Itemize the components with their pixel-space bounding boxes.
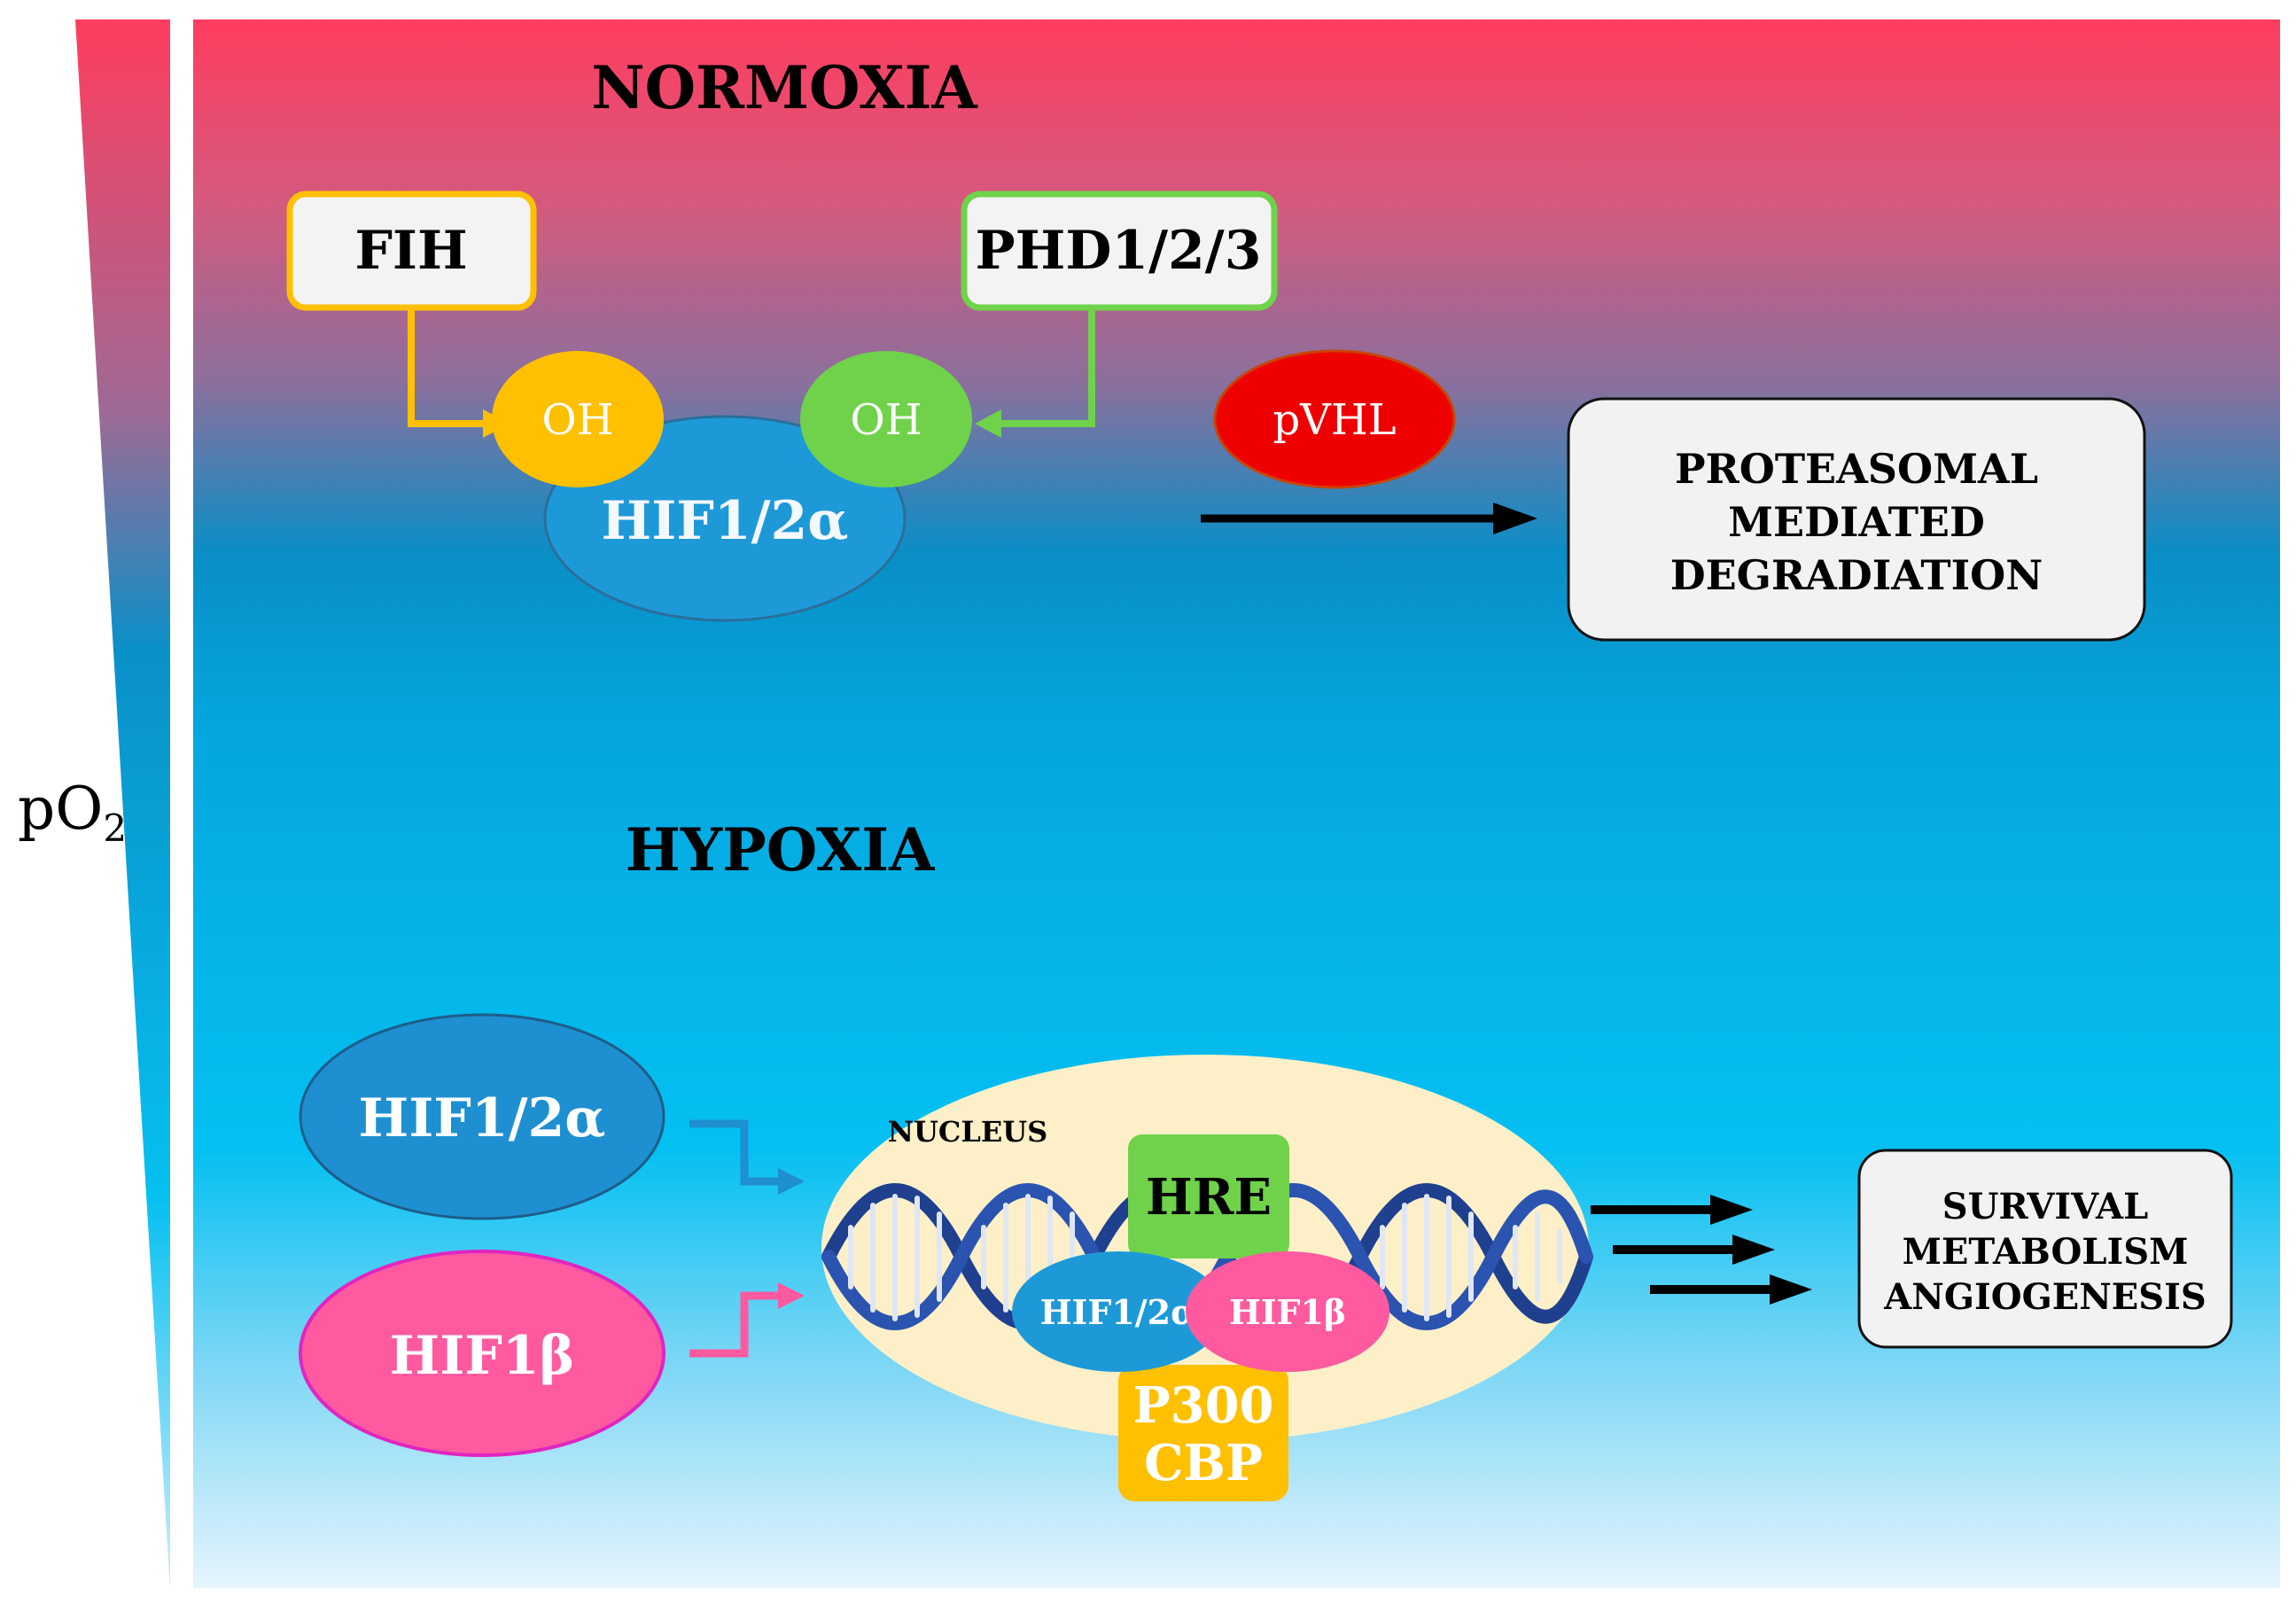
proteasomal-line-1: PROTEASOMAL [1675, 445, 2038, 493]
hif-alpha-normoxia-label: HIF1/2α [602, 490, 849, 552]
hif-alpha-hypoxia-label: HIF1/2α [359, 1087, 606, 1149]
oh-fih-label: OH [541, 395, 613, 445]
hif-beta-nucleus-label: HIF1β [1229, 1292, 1346, 1332]
proteasomal-line-2: MEDIATED [1728, 498, 1985, 546]
po2-label: pO2 [18, 775, 127, 850]
output-arrowhead-3 [1770, 1274, 1812, 1305]
outcome-line-2: METABOLISM [1903, 1231, 2189, 1273]
hre-box [1128, 1134, 1289, 1258]
phd-arrowhead [975, 409, 1001, 438]
phd-box [961, 191, 1278, 311]
hif-alpha-nucleus-label: HIF1/2α [1040, 1292, 1197, 1332]
hif-alpha-step-arrowhead [778, 1168, 805, 1195]
pvhl-label: pVHL [1273, 395, 1396, 445]
pvhl-ellipse [1213, 349, 1456, 489]
hypoxia-title: HYPOXIA [626, 815, 936, 884]
outcome-line-1: SURVIVAL [1942, 1186, 2148, 1227]
oh-fih [492, 351, 664, 487]
output-arrowhead-1 [1710, 1195, 1753, 1225]
fih-arrow [408, 308, 483, 427]
outcome-box [1857, 1149, 2233, 1349]
hif-beta-step-arrowhead [778, 1282, 805, 1309]
p300-label: P300 [1132, 1376, 1273, 1435]
proteasomal-box [1567, 397, 2146, 642]
degradation-arrowhead [1493, 503, 1537, 534]
nucleus-label: NUCLEUS [888, 1115, 1048, 1149]
outcome-line-3: ANGIOGENESIS [1883, 1276, 2206, 1318]
oh-phd [800, 351, 972, 487]
hif-beta-nucleus [1186, 1251, 1389, 1372]
phd-arrow [1001, 308, 1095, 427]
hif-beta-step-arrow [689, 1291, 780, 1358]
phd-label: PHD1/2/3 [976, 220, 1262, 282]
hif-alpha-hypoxia [299, 1013, 665, 1220]
hif-beta-hypoxia-label: HIF1β [390, 1325, 575, 1387]
output-arrowhead-2 [1732, 1235, 1775, 1265]
hif-beta-hypoxia [299, 1250, 665, 1457]
hif-alpha-nucleus [1012, 1251, 1225, 1372]
p300-cbp-box [1118, 1365, 1288, 1501]
normoxia-title: NORMOXIA [591, 53, 977, 122]
po2-gradient-wedge [75, 19, 170, 1591]
hre-label: HRE [1146, 1168, 1272, 1227]
oh-phd-label: OH [850, 395, 922, 445]
hif-alpha-step-arrow [689, 1119, 780, 1186]
fih-label: FIH [354, 220, 467, 282]
cbp-label: CBP [1144, 1434, 1263, 1492]
proteasomal-line-3: DEGRADIATION [1670, 551, 2043, 599]
